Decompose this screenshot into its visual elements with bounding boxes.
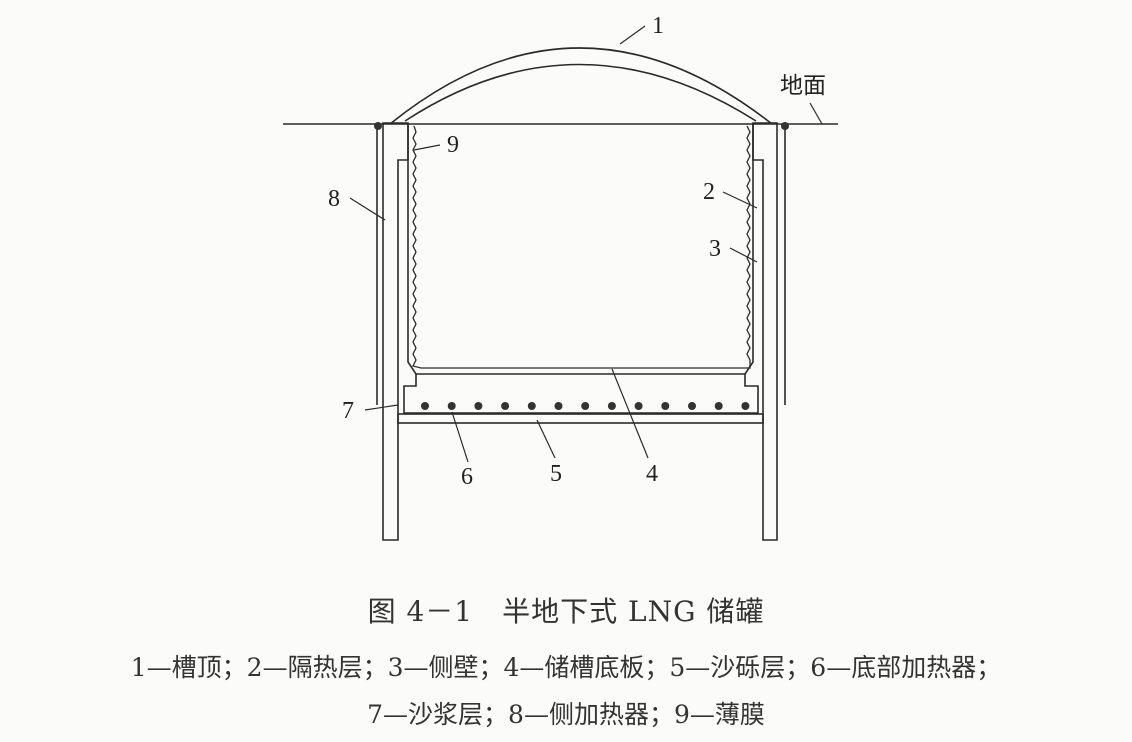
leader-7 [364,404,399,411]
part-label-7: 7 [342,398,354,424]
membrane [412,125,751,369]
bottom-heater-dot [714,402,723,410]
tank-roof [389,47,773,125]
leader-8 [349,197,386,221]
part-label-1: 1 [652,13,664,39]
part-label-9: 9 [447,132,459,158]
part-label-2: 2 [703,179,715,205]
leader-2 [722,191,758,209]
part-label-3: 3 [709,236,721,262]
part-label-6: 6 [461,464,473,490]
bottom-heater-dot [581,402,590,410]
leader-6 [451,411,469,463]
leader-3 [729,247,758,263]
ground-anchor-left [374,122,382,130]
bottom-heater-dot [634,402,643,410]
part-label-4: 4 [646,461,658,487]
left-side-wall [382,122,409,541]
ground-label: 地面 [780,73,826,98]
bottom-heater-dot [661,402,670,410]
bottom-heater-dot [527,402,536,410]
bottom-heater-dot [688,402,696,410]
legend-line-2: 7—沙浆层；8—侧加热器；9—薄膜 [367,700,765,729]
bottom-heater-dot [447,402,456,410]
part-label-8: 8 [328,186,340,212]
tank-roof-inner [404,63,757,122]
bottom-heater-dot [741,402,750,410]
bottom-heater-dot [554,402,563,410]
legend-line-1: 1—槽顶；2—隔热层；3—侧壁；4—储槽底板；5—沙砾层；6—底部加热器； [130,653,1002,682]
leader-ground [809,102,823,125]
figure-caption: 图 4－1 半地下式 LNG 储罐 [367,595,765,628]
leader-9 [413,144,441,151]
leader-5 [536,419,556,459]
bottom-heater-dot [607,402,616,410]
insulation-layer [403,123,759,414]
leader-4 [611,368,649,459]
leader-1 [619,25,646,45]
part-label-5: 5 [550,461,562,487]
ground-anchor-right [781,122,789,130]
bottom-heater-dot [421,402,429,410]
right-side-wall [752,122,778,541]
bottom-heater-dot [474,402,483,410]
bottom-heater-dot [501,402,510,410]
sand-gravel-layer [397,413,764,424]
